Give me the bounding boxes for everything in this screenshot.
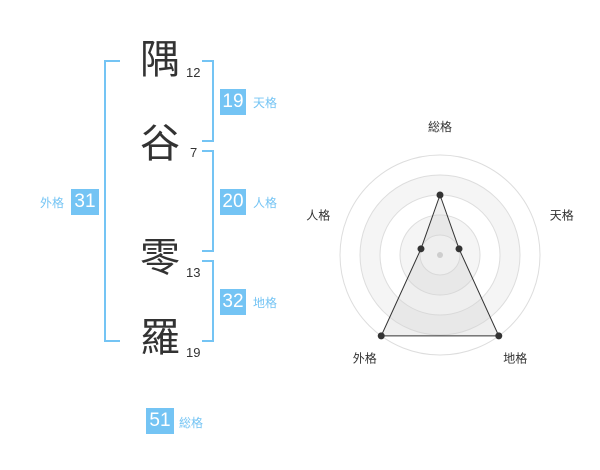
tenkaku-bracket [202, 60, 214, 142]
tenkaku-value: 19 [220, 89, 246, 115]
stroke-count-3: 13 [186, 265, 201, 280]
radar-point-2 [495, 332, 503, 340]
soukaku-value: 51 [146, 408, 174, 434]
radar-point-3 [377, 332, 385, 340]
name-char-2: 谷 [140, 121, 180, 167]
tenkaku-label: 天格 [253, 96, 278, 110]
stroke-count-4: 19 [186, 345, 201, 360]
radar-axis-label-0: 総格 [428, 119, 452, 134]
chikaku-bracket [202, 260, 214, 342]
jinkaku-value: 20 [220, 189, 246, 215]
name-char-3: 零 [140, 235, 180, 281]
jinkaku-label: 人格 [253, 196, 278, 210]
name-char-1: 隅 [140, 37, 180, 83]
radar-axis-label-4: 人格 [306, 207, 330, 222]
jinkaku-bracket [202, 150, 214, 252]
radar-point-4 [417, 245, 425, 253]
chikaku-value: 32 [220, 289, 246, 315]
stroke-count-1: 12 [186, 65, 201, 80]
radar-center [437, 252, 443, 258]
radar-point-0 [436, 191, 444, 199]
radar-axis-label-3: 外格 [353, 351, 377, 366]
soukaku-label: 総格 [179, 416, 204, 430]
gaikaku-bracket [104, 60, 120, 342]
chikaku-label: 地格 [253, 296, 278, 310]
gaikaku-value: 31 [71, 189, 99, 215]
radar-polygon [380, 193, 500, 337]
gaikaku-label: 外格 [40, 196, 65, 210]
radar-axis-label-2: 地格 [503, 351, 527, 366]
radar-point-1 [455, 245, 463, 253]
name-char-4: 羅 [140, 315, 180, 361]
stroke-count-2: 7 [190, 145, 198, 160]
radar-axis-label-1: 天格 [550, 207, 574, 222]
